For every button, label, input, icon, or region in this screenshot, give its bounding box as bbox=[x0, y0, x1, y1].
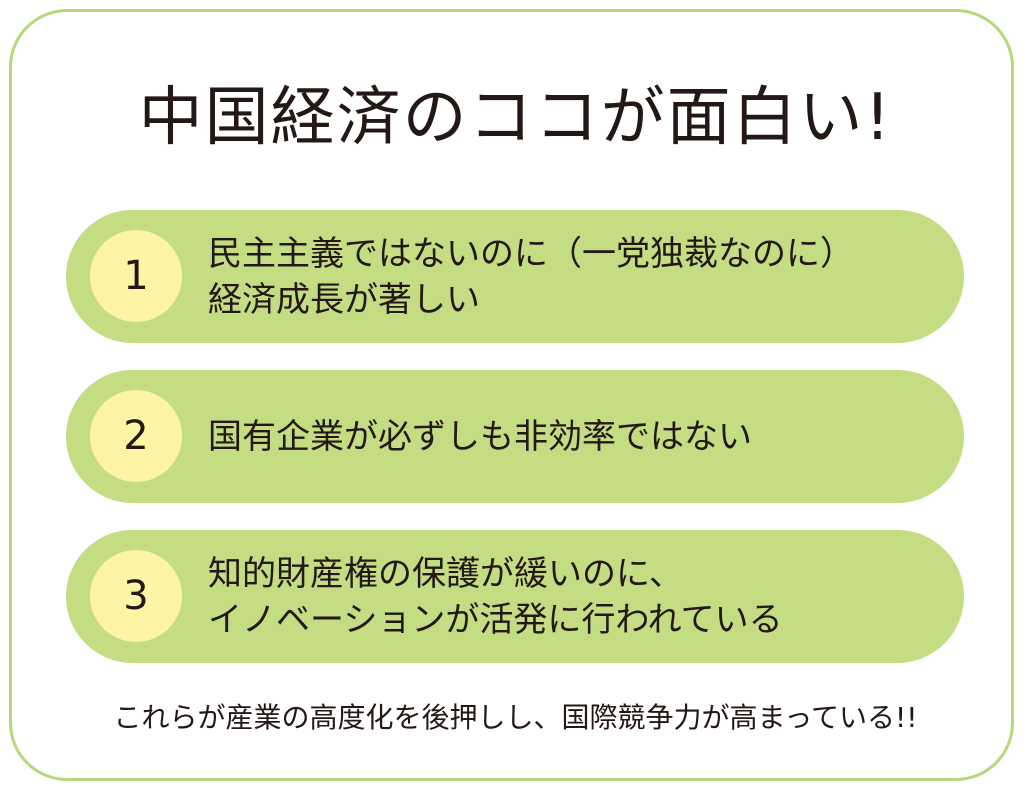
point-item-2: 2 国有企業が必ずしも非効率ではない bbox=[66, 370, 964, 503]
point-item-1: 1 民主主義ではないのに（一党独裁なのに） 経済成長が著しい bbox=[66, 210, 964, 343]
point-item-3: 3 知的財産権の保護が緩いのに、 イノベーションが活発に行われている bbox=[66, 530, 964, 663]
point-number-badge: 2 bbox=[90, 390, 182, 482]
point-text-line: 民主主義ではないのに（一党独裁なのに） bbox=[208, 233, 854, 274]
point-number-badge: 1 bbox=[90, 230, 182, 322]
point-text: 国有企業が必ずしも非効率ではない bbox=[208, 370, 944, 503]
point-text-line: 国有企業が必ずしも非効率ではない bbox=[208, 416, 752, 457]
point-number-badge: 3 bbox=[90, 550, 182, 642]
point-text-line: 知的財産権の保護が緩いのに、 bbox=[208, 553, 683, 594]
point-text-line: 経済成長が著しい bbox=[208, 279, 480, 320]
point-text: 民主主義ではないのに（一党独裁なのに） 経済成長が著しい bbox=[208, 210, 944, 343]
point-text: 知的財産権の保護が緩いのに、 イノベーションが活発に行われている bbox=[208, 530, 944, 663]
page-title: 中国経済のココが面白い! bbox=[138, 81, 893, 155]
summary-text: これらが産業の高度化を後押しし、国際競争力が高まっている!! bbox=[113, 701, 918, 734]
point-text-line: イノベーションが活発に行われている bbox=[208, 599, 783, 640]
